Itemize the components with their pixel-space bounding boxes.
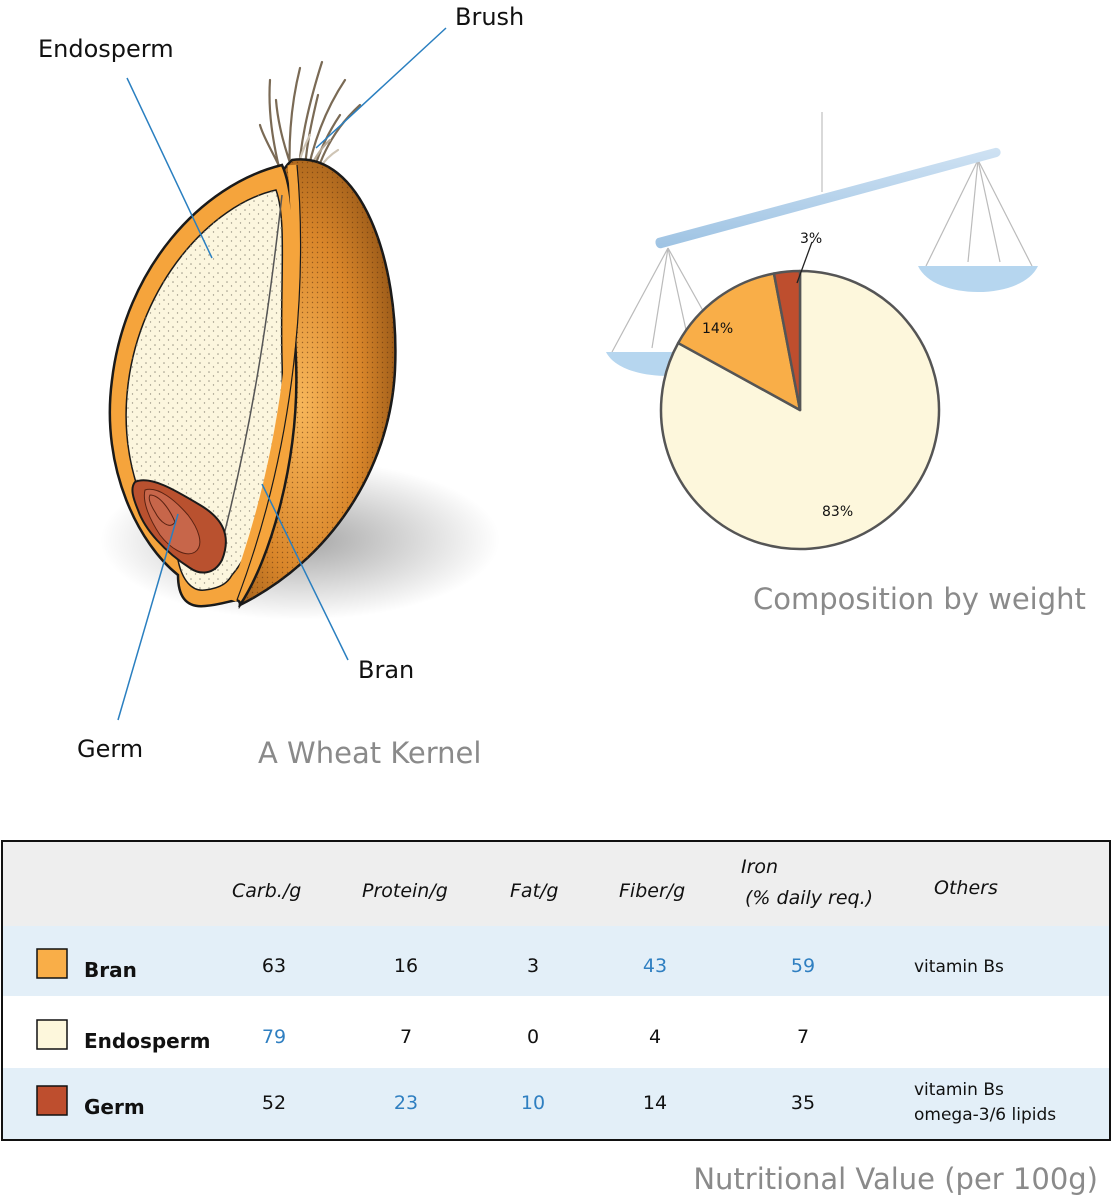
brush-label: Brush (455, 3, 524, 31)
header-iron-sub: (% daily req.) (745, 887, 873, 909)
header-fat: Fat/g (510, 880, 558, 902)
pie-slice-germ (772, 269, 802, 412)
germ-label: Germ (77, 735, 143, 763)
swatch-endosperm (36, 1019, 68, 1050)
table-row-bran-bg (2, 926, 1110, 996)
table-border (1, 840, 1111, 1141)
header-fiber: Fiber/g (619, 880, 685, 902)
scale-beam (655, 147, 1001, 249)
cell-bran-fat: 3 (527, 955, 539, 977)
table-header-bg (2, 841, 1110, 926)
cell-endosperm-protein: 7 (400, 1026, 412, 1048)
header-others: Others (934, 877, 998, 899)
cell-bran-fiber: 43 (643, 955, 667, 977)
cell-germ-carb: 52 (262, 1092, 286, 1114)
germ-leader (117, 513, 179, 721)
endosperm-leader (126, 77, 213, 259)
row-name-germ: Germ (84, 1095, 145, 1119)
cell-bran-iron: 59 (791, 955, 815, 977)
pie-slice-bran (676, 272, 802, 412)
cell-germ-iron: 35 (791, 1092, 815, 1114)
cell-endosperm-fiber: 4 (649, 1026, 661, 1048)
cell-endosperm-iron: 7 (797, 1026, 809, 1048)
cell-bran-protein: 16 (394, 955, 418, 977)
brush-leader (315, 27, 447, 149)
header-iron: Iron (741, 856, 778, 878)
bran-label: Bran (358, 656, 414, 684)
swatch-germ (36, 1085, 68, 1116)
bran-crease-band (227, 164, 301, 602)
row-name-endosperm: Endosperm (84, 1029, 210, 1053)
nutrition-table: Carb./g Protein/g Fat/g Fiber/g Iron (% … (1, 840, 1111, 1141)
cell-germ-fat: 10 (521, 1092, 545, 1114)
composition-caption: Composition by weight (753, 582, 1086, 616)
endosperm-label: Endosperm (38, 35, 174, 63)
row-name-bran: Bran (84, 958, 137, 982)
cell-germ-others-2: omega-3/6 lipids (914, 1105, 1056, 1125)
kernel-caption: A Wheat Kernel (258, 736, 481, 770)
cell-germ-fiber: 14 (643, 1092, 667, 1114)
bran-leader (261, 483, 349, 661)
cell-bran-carb: 63 (262, 955, 286, 977)
cell-bran-others: vitamin Bs (914, 957, 1004, 977)
germ-pct-leader (796, 241, 813, 284)
kernel-leader-lines (117, 27, 447, 721)
cell-endosperm-carb: 79 (262, 1026, 286, 1048)
pie-slice-endosperm (659, 269, 941, 551)
cell-germ-others: vitamin Bs (914, 1080, 1004, 1100)
header-carb: Carb./g (232, 880, 301, 902)
table-row-endosperm-bg (2, 996, 1110, 1068)
swatch-bran (36, 948, 68, 979)
wheat-kernel-illustration (100, 60, 500, 620)
pie-label-germ: 3% (800, 231, 822, 247)
pie-label-endosperm: 83% (822, 504, 853, 520)
nutrition-caption: Nutritional Value (per 100g) (693, 1162, 1098, 1196)
header-protein: Protein/g (362, 880, 448, 902)
composition-pie-chart (659, 269, 941, 551)
cell-germ-protein: 23 (394, 1092, 418, 1114)
table-row-germ-bg (2, 1068, 1110, 1140)
pie-label-bran: 14% (702, 321, 733, 337)
nutrition-table-rows: Bran 63 16 3 43 59 vitamin Bs Endosperm 79 7 0 4 7Ge… (36, 948, 1056, 1125)
crease-line (214, 194, 283, 571)
cell-endosperm-fat: 0 (527, 1026, 539, 1048)
right-pan (918, 266, 1038, 292)
